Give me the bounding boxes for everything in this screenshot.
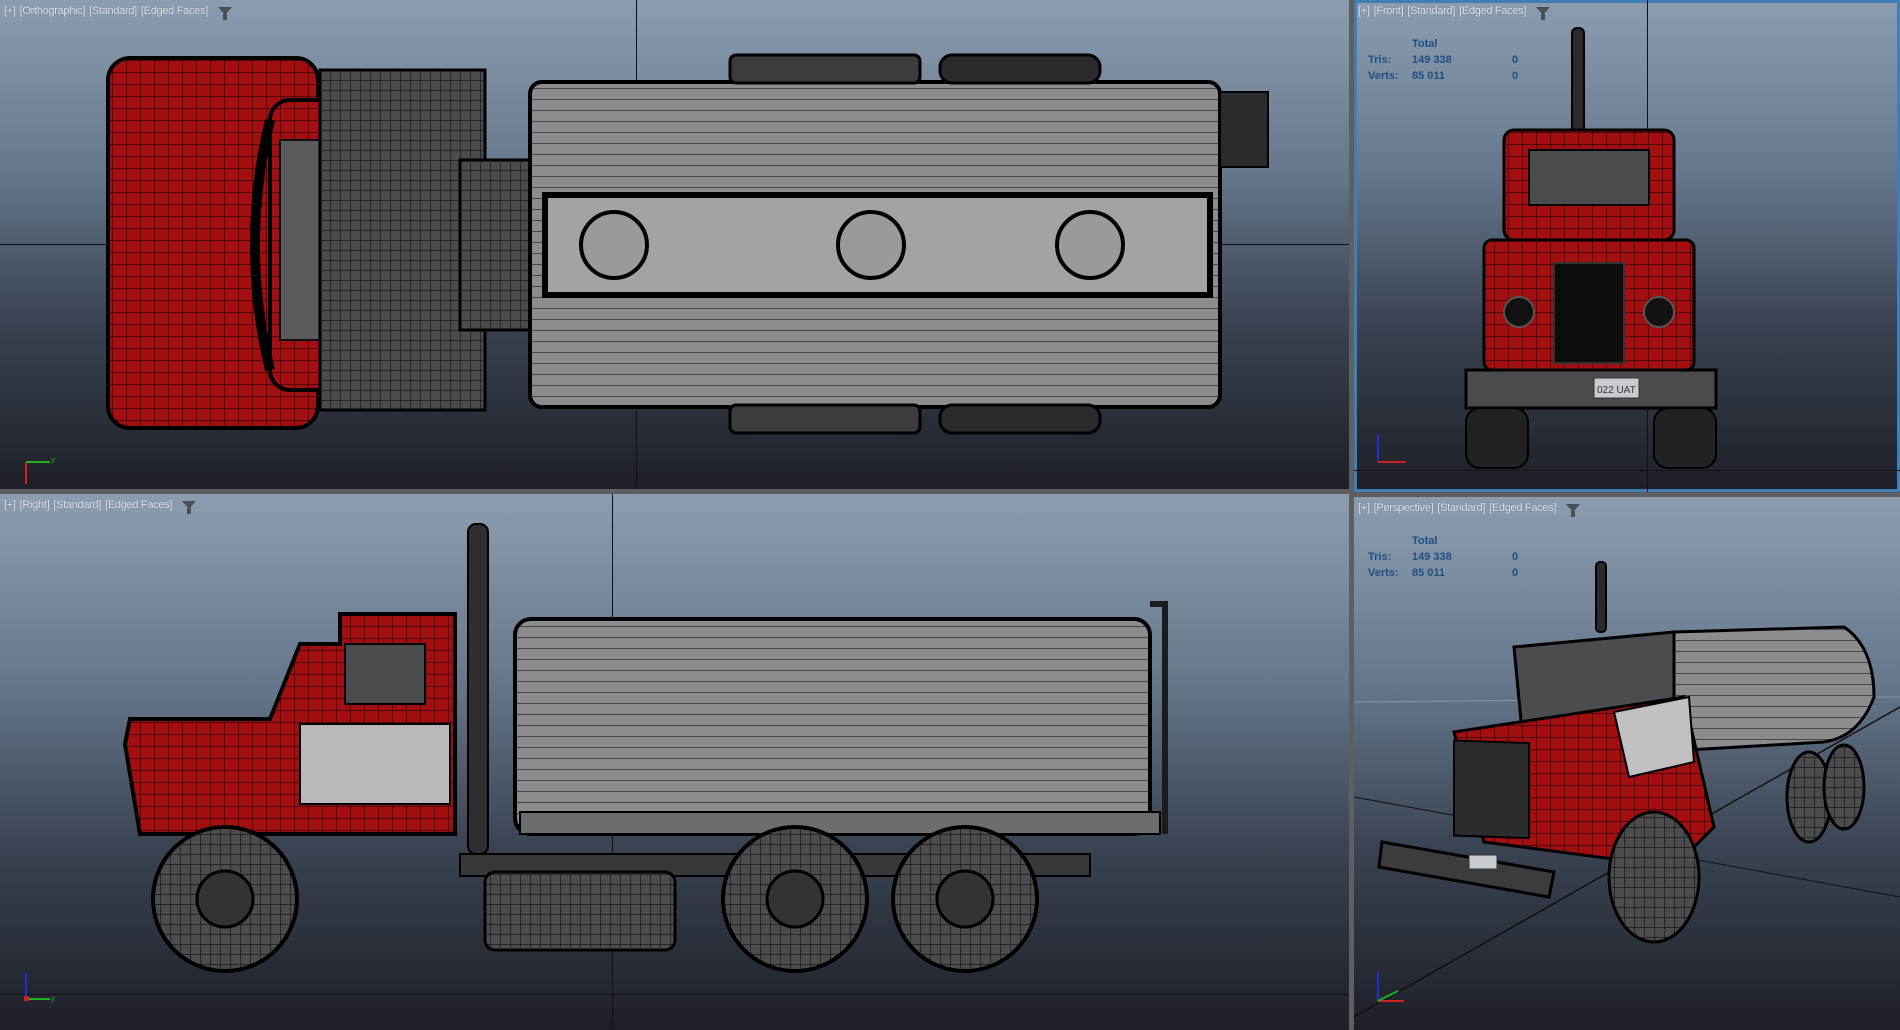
axis-gizmo: y [25,455,55,484]
filter-icon[interactable] [1566,504,1581,517]
verts-label: Verts: [1368,567,1399,579]
shading-menu[interactable]: [Standard] [53,499,102,511]
grid-line-horizontal [0,994,1349,995]
display-mode-menu[interactable]: [Edged Faces] [140,5,208,17]
viewport-menu-button[interactable]: [+] [1358,5,1370,17]
truck-model-perspective-view[interactable] [1354,497,1900,1030]
filter-icon[interactable] [1536,7,1551,20]
stats-overlay: Total Tris: 149 338 0 Verts: 85 011 0 [1368,36,1532,84]
view-type-menu[interactable]: [Perspective] [1373,502,1434,514]
shading-menu[interactable]: [Standard] [1437,502,1486,514]
svg-text:y: y [51,455,55,464]
display-mode-menu[interactable]: [Edged Faces] [105,499,173,511]
truck-model-top-view[interactable] [0,0,1349,489]
viewport-front[interactable]: [+] [Front] [Standard] [Edged Faces] Tot… [1354,0,1900,492]
display-mode-menu[interactable]: [Edged Faces] [1459,5,1527,17]
tris-label: Tris: [1368,551,1392,563]
viewport-label: [+] [Right] [Standard] [Edged Faces] [4,499,197,514]
axis-gizmo [1377,971,1404,1002]
verts-selected: 0 [1512,567,1519,579]
viewport-menu-button[interactable]: [+] [4,499,16,511]
tris-label: Tris: [1368,54,1392,66]
grid-line-horizontal [1354,470,1900,471]
filter-icon[interactable] [182,501,197,514]
shading-menu[interactable]: [Standard] [89,5,137,17]
axis-gizmo [1377,434,1406,463]
shading-menu[interactable]: [Standard] [1407,5,1456,17]
viewport-label: [+] [Front] [Standard] [Edged Faces] [1358,5,1551,20]
view-type-menu[interactable]: [Right] [19,499,50,511]
tris-selected: 0 [1512,54,1519,66]
stats-overlay: Total Tris: 149 338 0 Verts: 85 011 0 [1368,533,1532,581]
viewport-orthographic[interactable]: [+] [Orthographic] [Standard] [Edged Fac… [0,0,1349,489]
verts-label: Verts: [1368,70,1399,82]
license-plate: 022 UAT [1597,385,1636,396]
viewport-right[interactable]: [+] [Right] [Standard] [Edged Faces] [0,494,1349,1030]
display-mode-menu[interactable]: [Edged Faces] [1489,502,1557,514]
verts-total: 85 011 [1412,567,1446,579]
viewport-perspective[interactable]: [+] [Perspective] [Standard] [Edged Face… [1354,497,1900,1030]
view-type-menu[interactable]: [Front] [1373,5,1404,17]
verts-total: 85 011 [1412,70,1446,82]
truck-model-side-view[interactable] [0,494,1349,1030]
viewport-menu-button[interactable]: [+] [1358,502,1370,514]
viewport-label: [+] [Perspective] [Standard] [Edged Face… [1358,502,1581,517]
tris-total: 149 338 [1412,551,1452,563]
view-type-menu[interactable]: [Orthographic] [19,5,86,17]
verts-selected: 0 [1512,70,1519,82]
viewport-menu-button[interactable]: [+] [4,5,16,17]
truck-model-front-view[interactable]: 022 UAT [1354,0,1900,492]
filter-icon[interactable] [217,7,232,20]
tris-selected: 0 [1512,551,1519,563]
stats-header: Total [1412,38,1438,50]
viewport-label: [+] [Orthographic] [Standard] [Edged Fac… [4,5,232,20]
tris-total: 149 338 [1412,54,1452,66]
svg-text:y: y [51,994,55,1003]
stats-header: Total [1412,535,1438,547]
axis-gizmo: y [24,973,55,1003]
